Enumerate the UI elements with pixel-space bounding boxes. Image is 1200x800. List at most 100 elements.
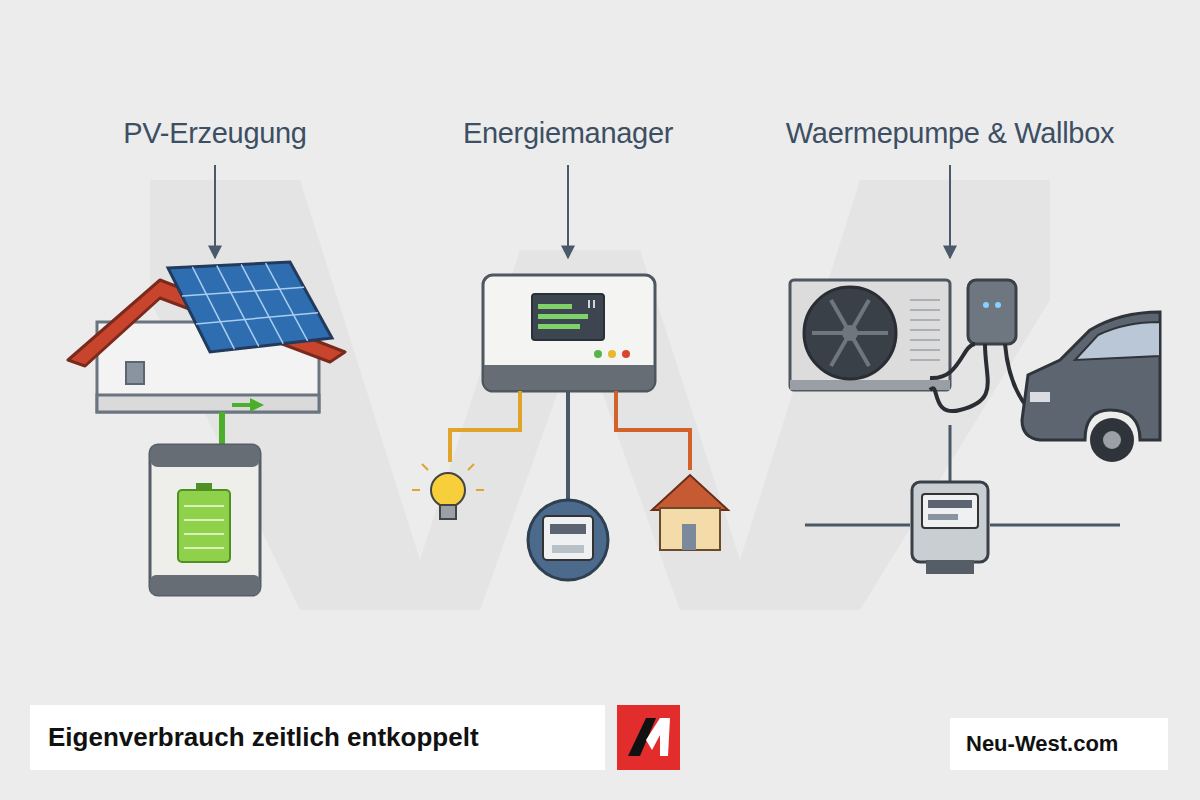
heat-pump-wallbox-part-part <box>910 329 940 331</box>
site-name: Neu-West.com <box>966 731 1118 757</box>
heat-pump-wallbox-part-part <box>910 299 940 301</box>
energy-manager-part <box>660 508 720 550</box>
heat-pump-wallbox-part <box>912 482 988 562</box>
energy-manager-part <box>622 350 630 358</box>
energy-manager-part-part <box>468 464 474 470</box>
heat-pump-wallbox-part <box>995 302 1001 308</box>
home-battery-part-part <box>184 533 224 535</box>
energy-manager-part-part <box>412 489 420 491</box>
heat-pump-wallbox-part <box>910 300 940 360</box>
heat-pump-wallbox-part-part <box>910 349 940 351</box>
pv-house-part <box>182 263 318 349</box>
heat-pump-wallbox-part <box>928 514 958 520</box>
heat-pump-wallbox-part <box>983 302 989 308</box>
energy-manager-part <box>588 300 590 308</box>
heat-pump-wallbox-part-part <box>910 309 940 311</box>
column-heading: Energiemanager <box>463 117 673 150</box>
home-battery <box>150 445 260 595</box>
heat-pump-wallbox-part-part <box>910 359 940 361</box>
home-battery-part <box>196 483 212 491</box>
pv-house-part <box>219 412 225 445</box>
energy-manager <box>412 275 728 580</box>
home-battery-part <box>150 445 260 595</box>
heat-pump-wallbox-part-part <box>910 339 940 341</box>
heat-pump-wallbox-part <box>812 300 888 366</box>
energy-manager-part <box>552 545 584 553</box>
heat-pump-wallbox-part <box>790 380 950 390</box>
heat-pump-wallbox-part <box>804 287 896 379</box>
energy-manager-part <box>652 475 728 510</box>
heat-pump-wallbox-part <box>928 500 972 508</box>
pv-house-part <box>97 395 319 412</box>
brand-logo-part <box>617 705 680 770</box>
energy-manager-part <box>532 294 604 340</box>
heat-pump-wallbox-part <box>842 325 858 341</box>
heat-pump-wallbox-part <box>926 560 974 574</box>
leader-arrow-part <box>567 165 569 258</box>
home-battery-part <box>150 575 260 595</box>
heat-pump-wallbox-part <box>930 344 975 378</box>
caption: Eigenverbrauch zeitlich entkoppelt <box>48 722 479 753</box>
energy-manager-part <box>594 350 602 358</box>
home-battery-part-part <box>184 519 224 521</box>
pv-house-part <box>168 262 332 352</box>
energy-manager-part <box>412 464 484 490</box>
pv-house-part-part <box>196 313 318 324</box>
home-battery-part <box>178 490 230 562</box>
energy-manager-part-part <box>476 489 484 491</box>
pv-house-part <box>250 398 264 412</box>
heat-pump-wallbox <box>790 280 1160 574</box>
energy-manager-part <box>528 500 608 580</box>
column-heading: Waermepumpe & Wallbox <box>786 117 1114 150</box>
pv-house-part <box>232 403 252 407</box>
column-heading: PV-Erzeugung <box>123 117 306 150</box>
energy-manager-part <box>538 324 580 329</box>
pv-house-part-part <box>192 267 234 349</box>
leader-arrow-part <box>949 165 951 258</box>
leader-arrow <box>215 165 950 258</box>
home-battery-part-part <box>184 547 224 549</box>
brand-logo-part <box>646 718 670 756</box>
heat-pump-wallbox-part <box>1103 431 1121 449</box>
heat-pump-wallbox-part <box>1030 392 1050 402</box>
pv-house-part-part <box>182 287 304 296</box>
energy-manager-part <box>682 524 696 550</box>
heat-pump-wallbox-part <box>990 524 1120 527</box>
caption-plate: Eigenverbrauch zeitlich entkoppelt <box>30 705 605 770</box>
brand-logo <box>617 705 680 770</box>
energy-manager-part <box>538 304 572 309</box>
heat-pump-wallbox-part <box>1022 312 1160 440</box>
energy-manager-part <box>608 350 616 358</box>
heat-pump-wallbox-part <box>949 425 952 482</box>
energy-manager-part <box>566 391 570 500</box>
energy-manager-part <box>538 314 588 319</box>
pv-house-part-part <box>217 266 259 347</box>
home-battery-part <box>150 445 260 467</box>
heat-pump-wallbox-part <box>1075 322 1160 360</box>
pv-house-part-part <box>266 263 308 341</box>
heat-pump-wallbox-part <box>805 524 910 527</box>
heat-pump-wallbox-part-part <box>910 319 940 321</box>
energy-manager-part <box>440 505 456 519</box>
heat-pump-wallbox-part <box>1090 418 1134 462</box>
energy-manager-part <box>543 516 593 560</box>
energy-manager-part <box>550 524 586 534</box>
energy-manager-part <box>450 391 520 462</box>
heat-pump-wallbox-part <box>922 494 978 528</box>
pv-house-part-part <box>241 264 283 343</box>
pv-house <box>68 262 345 445</box>
heat-pump-wallbox-part <box>930 344 988 411</box>
leader-arrow-part <box>214 165 216 258</box>
energy-manager-part <box>431 473 465 507</box>
home-battery-part-part <box>184 505 224 507</box>
energy-manager-part-part <box>422 464 428 470</box>
heat-pump-wallbox-part <box>968 280 1016 344</box>
energy-manager-part <box>593 300 595 308</box>
site-name-plate: Neu-West.com <box>950 718 1168 770</box>
energy-manager-part <box>483 275 655 391</box>
home-battery-part <box>184 506 224 548</box>
pv-house-part <box>126 362 144 384</box>
energy-manager-part <box>484 365 654 390</box>
heat-pump-wallbox-part <box>790 280 950 390</box>
